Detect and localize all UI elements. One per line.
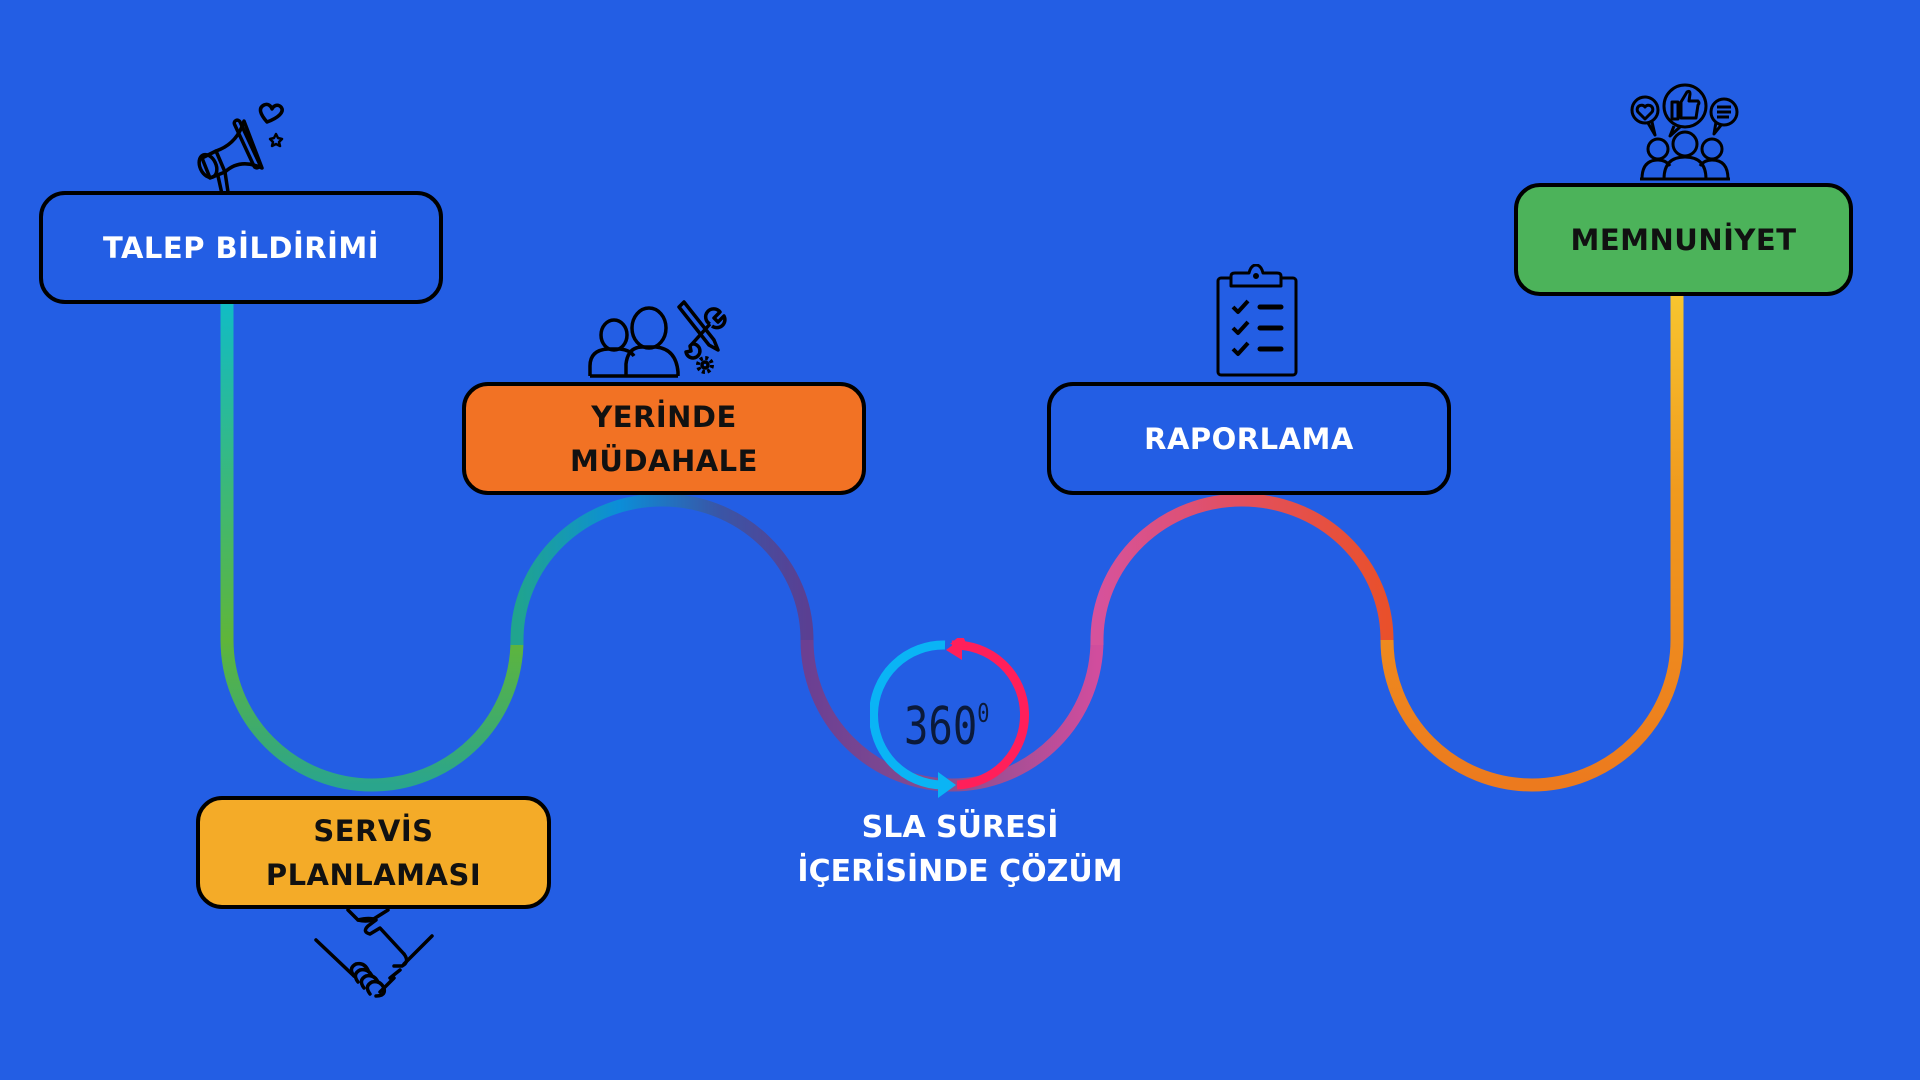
step-talep-bildirimi: TALEP BİLDİRİMİ — [39, 191, 443, 304]
clipboard-checklist-icon — [1215, 263, 1299, 382]
step-label-line2: İÇERİSİNDE ÇÖZÜM — [797, 854, 1123, 889]
team-tools-icon — [586, 292, 746, 382]
megaphone-icon — [192, 96, 292, 200]
badge-number: 360 — [904, 697, 978, 757]
360-badge: 3600 — [904, 684, 989, 757]
360-cycle-icon — [869, 634, 1030, 802]
step-yerinde-mudahale: YERİNDE MÜDAHALE — [462, 382, 866, 495]
step-memnuniyet: MEMNUNİYET — [1514, 183, 1853, 296]
step-label: RAPORLAMA — [1144, 421, 1354, 456]
step-raporlama: RAPORLAMA — [1047, 382, 1451, 495]
step-label-line2: PLANLAMASI — [265, 857, 482, 892]
path-segment-4 — [1090, 493, 1394, 645]
path-segment-1 — [220, 300, 524, 792]
step-label-line1: SERVİS — [313, 813, 434, 848]
step-sla-caption: SLA SÜRESİ İÇERİSİNDE ÇÖZÜM — [780, 806, 1140, 894]
step-label-line1: SLA SÜRESİ — [861, 810, 1059, 845]
customer-feedback-icon — [1630, 82, 1740, 186]
step-label: MEMNUNİYET — [1570, 222, 1797, 257]
step-servis-planlamasi: SERVİS PLANLAMASI — [196, 796, 551, 909]
step-label-line2: MÜDAHALE — [570, 443, 758, 478]
badge-degree: 0 — [977, 699, 990, 729]
step-label-line1: YERİNDE — [591, 399, 737, 434]
path-segment-2 — [510, 493, 814, 645]
path-segment-5 — [1380, 295, 1684, 792]
handshake-icon — [314, 908, 434, 1004]
step-label: TALEP BİLDİRİMİ — [102, 230, 380, 265]
